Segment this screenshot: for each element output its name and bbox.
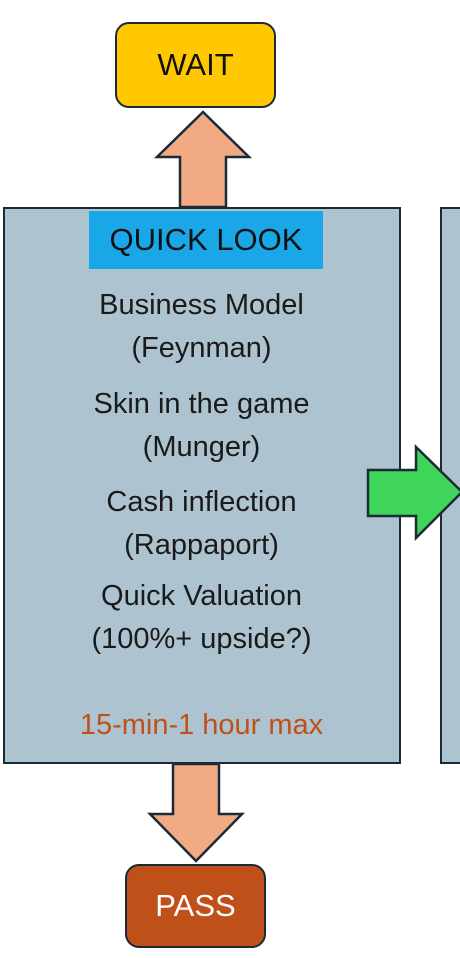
step-source: (Feynman) bbox=[131, 332, 272, 364]
step-quick-valuation: Quick Valuation (100%+ upside?) bbox=[5, 575, 398, 661]
quick-look-title: QUICK LOOK bbox=[89, 211, 323, 269]
step-business-model: Business Model (Feynman) bbox=[5, 284, 398, 370]
quick-look-panel: QUICK LOOK Business Model (Feynman) Skin… bbox=[3, 207, 401, 764]
step-title: Cash inflection bbox=[106, 486, 297, 518]
arrow-right-to-next-stage bbox=[366, 444, 460, 542]
step-source: (Rappaport) bbox=[124, 529, 279, 561]
pass-label: PASS bbox=[155, 888, 236, 923]
step-title: Business Model bbox=[99, 289, 304, 321]
step-skin-in-the-game: Skin in the game (Munger) bbox=[5, 383, 398, 469]
step-title: Skin in the game bbox=[93, 388, 310, 420]
step-source: (100%+ upside?) bbox=[91, 623, 312, 655]
step-source: (Munger) bbox=[142, 431, 261, 463]
arrow-down-to-pass bbox=[147, 762, 245, 863]
arrow-up-to-wait bbox=[153, 110, 253, 209]
pass-box: PASS bbox=[125, 864, 266, 948]
wait-label: WAIT bbox=[157, 47, 234, 82]
time-limit-note: 15-min-1 hour max bbox=[79, 709, 324, 741]
step-cash-inflection: Cash inflection (Rappaport) bbox=[5, 481, 398, 567]
step-title: Quick Valuation bbox=[101, 580, 302, 612]
wait-box: WAIT bbox=[115, 22, 276, 108]
